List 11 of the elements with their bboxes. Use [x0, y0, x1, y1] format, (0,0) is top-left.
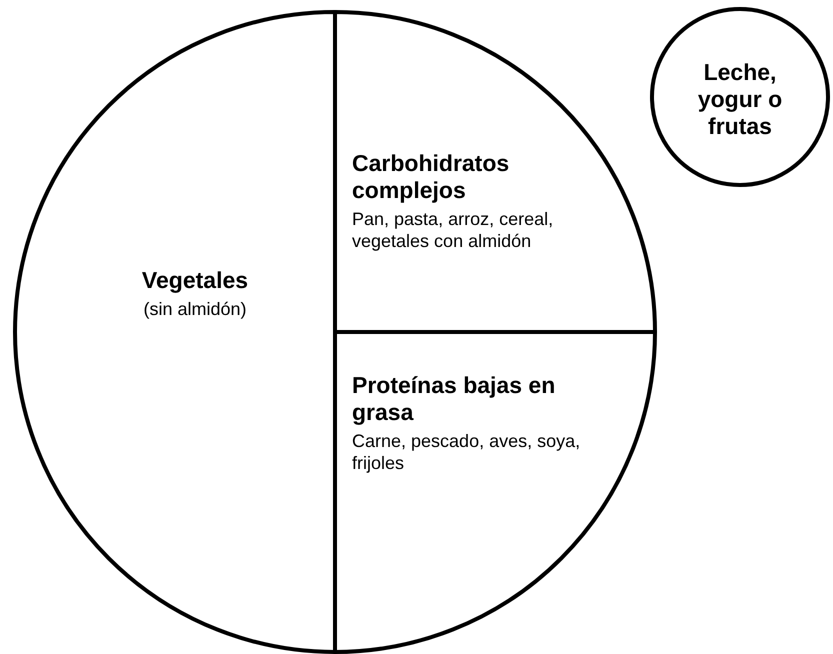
section-description: Pan, pasta, arroz, cereal, vegetales con almidón	[352, 208, 554, 252]
section-description: Carne, pescado, aves, soya, frijoles	[352, 430, 582, 474]
section-heading: Carbohidratos complejos	[352, 150, 510, 204]
section-heading: Proteínas bajas en grasa	[352, 372, 556, 426]
plate-section	[335, 12, 655, 332]
plate-section	[335, 332, 655, 652]
section-heading: Vegetales	[140, 267, 250, 294]
plate-section	[15, 12, 335, 652]
side-dish-circle	[652, 9, 828, 185]
section-description: (sin almidón)	[142, 298, 248, 320]
section-heading: Leche, yogur o frutas	[696, 59, 784, 140]
